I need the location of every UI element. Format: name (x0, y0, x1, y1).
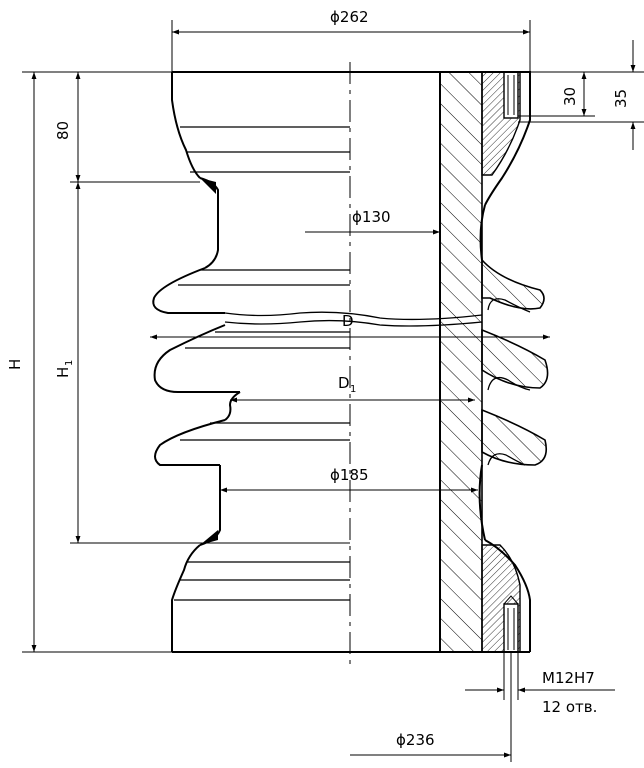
label-hole-spec: M12H7 (542, 669, 595, 687)
insulator-section-right (439, 71, 549, 653)
dimension-hole-spec: M12H7 12 отв. (465, 652, 615, 716)
dimension-core-diameter: ϕ185 (220, 466, 478, 493)
dimension-shed-diameter: D (150, 312, 550, 340)
dimension-top-diameter: ϕ262 (171, 8, 531, 72)
dimension-d1: D 1 (230, 374, 475, 403)
label-h1: H (54, 367, 72, 378)
label-bolt-circle: ϕ236 (396, 731, 435, 749)
label-total-height: H (6, 359, 24, 370)
label-d1-sub: 1 (350, 384, 356, 395)
label-d1: D (338, 374, 350, 392)
dimension-hole-depth: 30 35 (518, 40, 644, 150)
label-h1-sub: 1 (64, 360, 75, 366)
break-line (224, 311, 483, 321)
dimension-inner-diameter: ϕ130 (305, 208, 440, 235)
label-core-diameter: ϕ185 (330, 466, 369, 484)
label-hole-count: 12 отв. (542, 698, 597, 716)
dimension-flange-height: 80 (54, 72, 200, 183)
dimension-total-height: H (6, 71, 172, 653)
label-hole-depth-total: 35 (612, 89, 630, 108)
label-shed-diameter: D (342, 312, 354, 330)
label-hole-depth: 30 (561, 87, 579, 106)
insulator-outline-left (152, 72, 350, 652)
label-top-diameter: ϕ262 (330, 8, 369, 26)
dimension-h1: H 1 (54, 182, 350, 544)
dimension-bolt-circle: ϕ236 (350, 652, 512, 762)
label-flange-height: 80 (54, 121, 72, 140)
label-inner-diameter: ϕ130 (352, 208, 391, 226)
